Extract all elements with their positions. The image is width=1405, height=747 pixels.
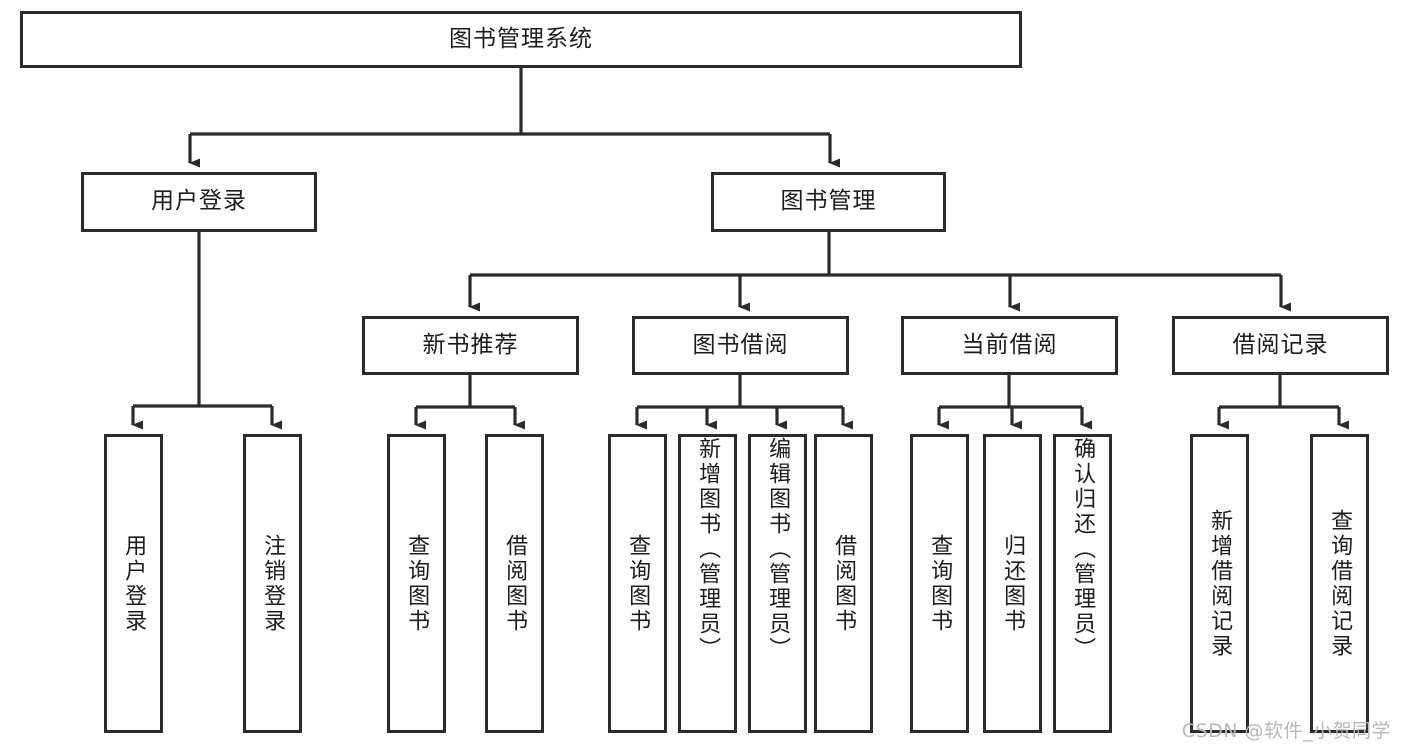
node-leaf-user-login-label: 用户登录 xyxy=(121,533,147,634)
node-leaf-return-book[interactable]: 归还图书 xyxy=(983,434,1042,733)
node-user-login-label: 用户登录 xyxy=(151,188,247,215)
node-leaf-borrow-book-1-label: 借阅图书 xyxy=(502,533,528,634)
node-leaf-query-book-2-label: 查询图书 xyxy=(625,533,651,634)
edges-newbook-to-leaves xyxy=(414,375,525,430)
node-borrow-record-label: 借阅记录 xyxy=(1232,331,1329,358)
edges-bookborrow-to-leaves xyxy=(635,375,853,430)
node-leaf-query-record-label: 查询借阅记录 xyxy=(1327,508,1353,659)
node-leaf-query-book-3-label: 查询图书 xyxy=(927,533,953,634)
node-leaf-query-book-2[interactable]: 查询图书 xyxy=(608,434,667,733)
node-book-manage[interactable]: 图书管理 xyxy=(711,172,946,232)
node-leaf-add-record[interactable]: 新增借阅记录 xyxy=(1190,434,1249,733)
edges-currentborrow-to-leaves xyxy=(937,375,1092,430)
node-leaf-add-book-label: 新增图书（管理员） xyxy=(695,437,721,662)
node-book-borrow[interactable]: 图书借阅 xyxy=(632,316,849,375)
node-leaf-query-book-1[interactable]: 查询图书 xyxy=(387,434,446,733)
node-book-manage-label: 图书管理 xyxy=(780,188,877,215)
node-current-borrow[interactable]: 当前借阅 xyxy=(901,316,1118,375)
node-book-borrow-label: 图书借阅 xyxy=(692,331,789,358)
csdn-watermark: CSDN @软件_小贺同学 xyxy=(1181,720,1391,742)
edges-bookmanage-to-level2 xyxy=(468,232,1291,312)
node-user-login[interactable]: 用户登录 xyxy=(81,172,317,232)
node-leaf-add-record-label: 新增借阅记录 xyxy=(1207,508,1233,659)
node-root-label: 图书管理系统 xyxy=(449,25,593,52)
node-borrow-record[interactable]: 借阅记录 xyxy=(1172,316,1389,375)
node-leaf-add-book[interactable]: 新增图书（管理员） xyxy=(678,434,737,733)
node-leaf-borrow-book-2[interactable]: 借阅图书 xyxy=(814,434,873,733)
node-current-borrow-label: 当前借阅 xyxy=(961,331,1058,358)
edges-userlogin-to-leaves xyxy=(131,232,282,430)
node-leaf-edit-book[interactable]: 编辑图书（管理员） xyxy=(748,434,807,733)
node-leaf-confirm-return-label: 确认归还（管理员） xyxy=(1070,437,1096,662)
node-root[interactable]: 图书管理系统 xyxy=(20,11,1022,68)
node-leaf-borrow-book-1[interactable]: 借阅图书 xyxy=(485,434,544,733)
node-leaf-edit-book-label: 编辑图书（管理员） xyxy=(765,437,791,662)
node-leaf-query-record[interactable]: 查询借阅记录 xyxy=(1310,434,1369,733)
node-leaf-user-logout-label: 注销登录 xyxy=(260,533,286,634)
node-new-book-rec-label: 新书推荐 xyxy=(422,331,519,358)
node-new-book-rec[interactable]: 新书推荐 xyxy=(362,316,579,375)
edges-root-to-level1 xyxy=(188,68,840,168)
node-leaf-borrow-book-2-label: 借阅图书 xyxy=(831,533,857,634)
node-leaf-user-logout[interactable]: 注销登录 xyxy=(243,434,302,733)
node-leaf-return-book-label: 归还图书 xyxy=(1000,533,1026,634)
node-leaf-confirm-return[interactable]: 确认归还（管理员） xyxy=(1053,434,1112,733)
edges-borrowrecord-to-leaves xyxy=(1217,375,1349,430)
node-leaf-query-book-1-label: 查询图书 xyxy=(404,533,430,634)
node-leaf-query-book-3[interactable]: 查询图书 xyxy=(910,434,969,733)
node-leaf-user-login[interactable]: 用户登录 xyxy=(104,434,163,733)
